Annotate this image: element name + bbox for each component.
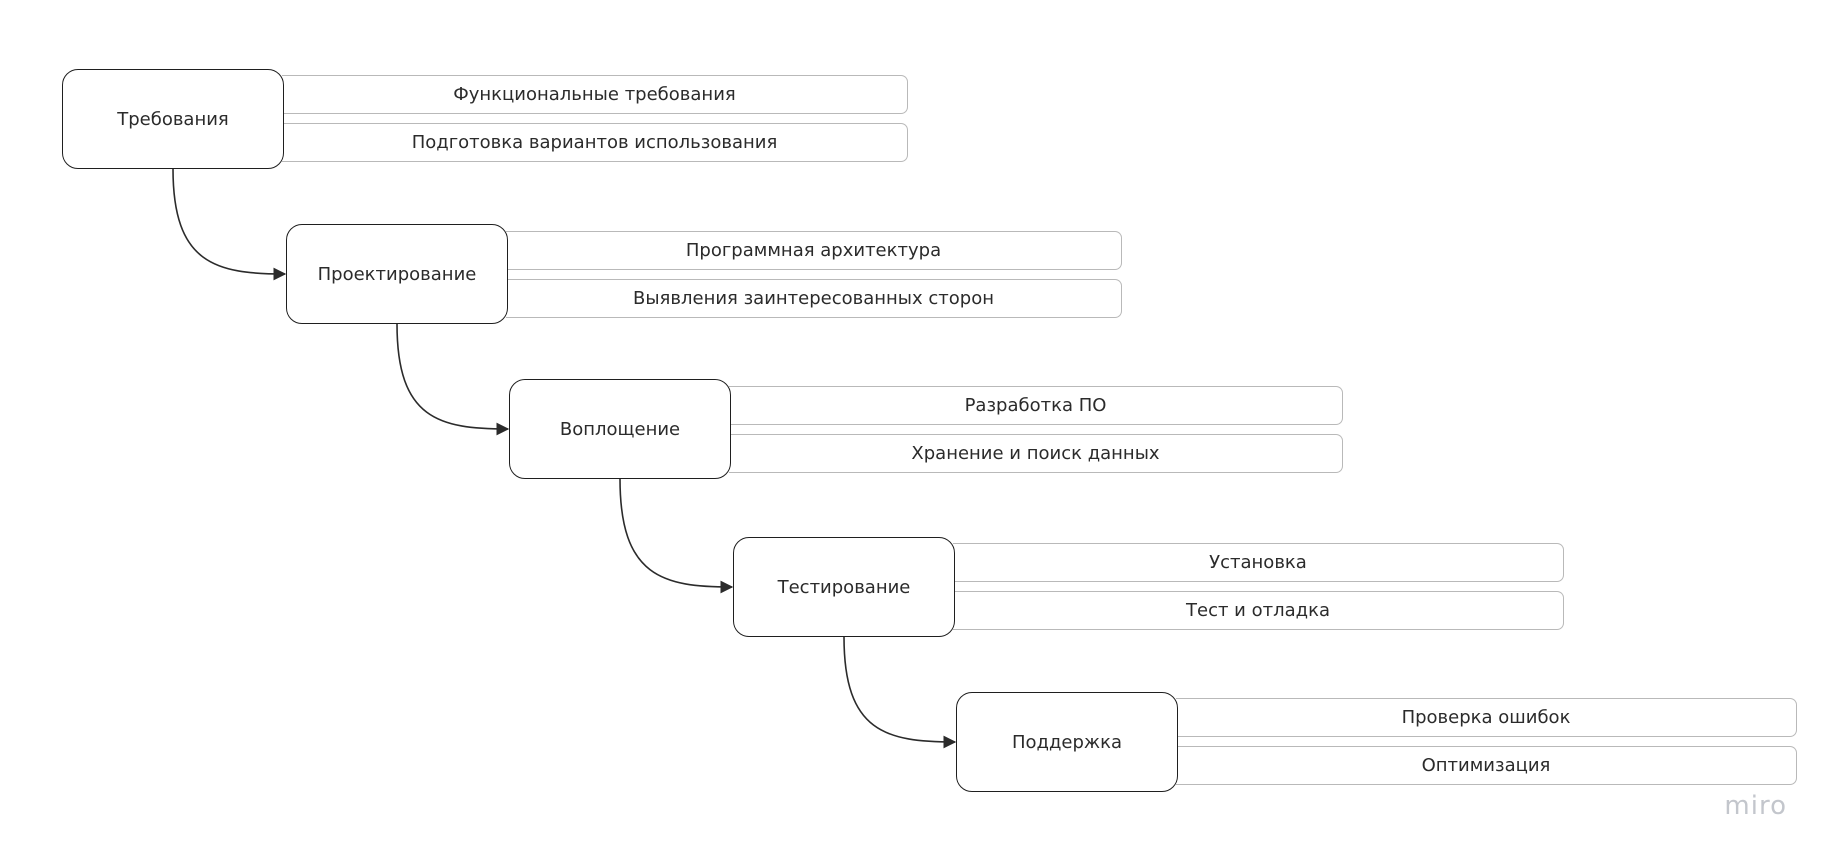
connector-arrow [843, 636, 957, 749]
miro-logo: miro [1724, 791, 1787, 821]
phase-implementation: Воплощение [509, 379, 731, 479]
subtask-software-architecture: Программная архитектура [506, 231, 1122, 270]
subtask-installation: Установка [953, 543, 1564, 582]
connector-arrow [172, 168, 287, 281]
subtask-functional-requirements: Функциональные требования [282, 75, 908, 114]
connector-arrow [396, 323, 510, 436]
subtask-error-check: Проверка ошибок [1176, 698, 1797, 737]
subtask-test-debug: Тест и отладка [953, 591, 1564, 630]
subtask-stakeholders: Выявления заинтересованных сторон [506, 279, 1122, 318]
subtask-data-storage: Хранение и поиск данных [729, 434, 1343, 473]
phase-design: Проектирование [286, 224, 508, 324]
subtask-software-development: Разработка ПО [729, 386, 1343, 425]
subtask-optimization: Оптимизация [1176, 746, 1797, 785]
connector-arrow [619, 478, 734, 594]
phase-testing: Тестирование [733, 537, 955, 637]
phase-support: Поддержка [956, 692, 1178, 792]
phase-requirements: Требования [62, 69, 284, 169]
subtask-use-cases: Подготовка вариантов использования [282, 123, 908, 162]
